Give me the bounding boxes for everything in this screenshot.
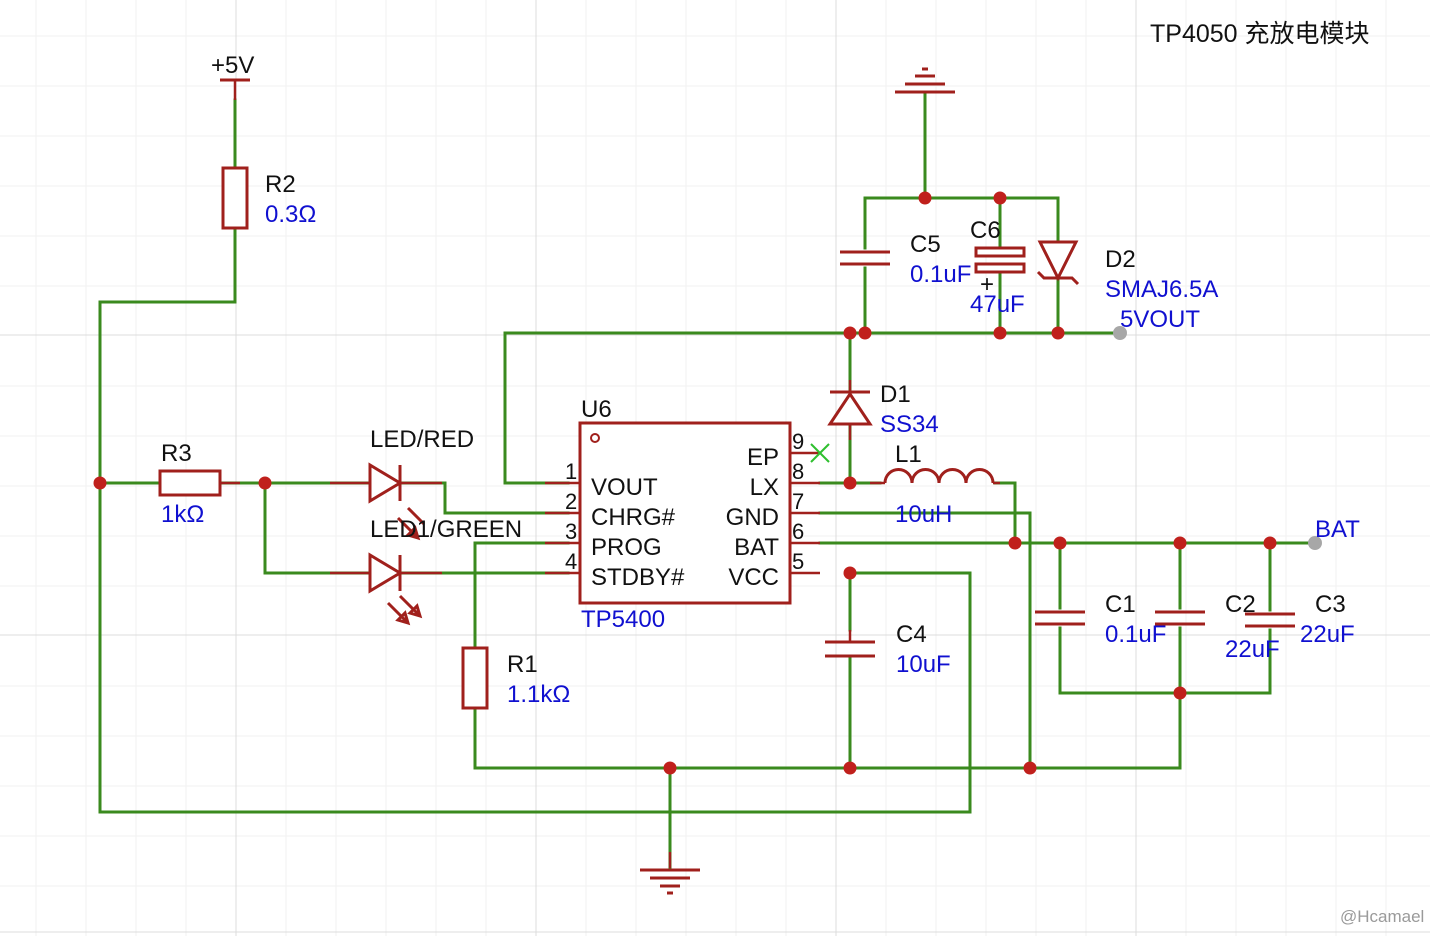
junction xyxy=(1263,536,1277,550)
junction xyxy=(258,476,272,490)
junction xyxy=(1008,536,1022,550)
u6-ref: U6 xyxy=(581,396,612,423)
u6-value: TP5400 xyxy=(581,606,665,633)
pin-stdby-name: STDBY# xyxy=(591,564,685,591)
junction xyxy=(918,191,932,205)
capacitor-c4[interactable]: C4 10uF xyxy=(825,621,951,678)
c3-ref: C3 xyxy=(1315,591,1346,618)
net-bat-label: BAT xyxy=(1315,516,1360,543)
junction xyxy=(843,566,857,580)
junctions xyxy=(93,191,1277,775)
ground-symbol-top xyxy=(895,67,955,94)
no-connect-marker xyxy=(810,443,830,463)
c4-ref: C4 xyxy=(896,621,927,648)
d2-value: SMAJ6.5A xyxy=(1105,276,1218,303)
led-red-label: LED/RED xyxy=(370,426,474,453)
schematic-title: TP4050 充放电模块 xyxy=(1150,20,1370,48)
r3-ref: R3 xyxy=(161,440,192,467)
pin-bat-name: BAT xyxy=(734,534,779,561)
capacitor-c3[interactable]: C3 22uF xyxy=(1245,591,1355,648)
capacitor-c6[interactable]: + C6 47uF xyxy=(970,217,1026,318)
capacitor-c5[interactable]: C5 0.1uF xyxy=(840,231,971,288)
net-bat: BAT xyxy=(1308,516,1360,550)
resistor-r3[interactable]: R3 1kΩ xyxy=(158,440,240,528)
net-5vout-label: 5VOUT xyxy=(1120,306,1200,333)
c4-value: 10uF xyxy=(896,651,951,678)
junction xyxy=(93,476,107,490)
pin-7-num: 7 xyxy=(792,489,804,514)
l1-value: 10uH xyxy=(895,501,952,528)
wires xyxy=(98,93,1317,870)
pin-9-num: 9 xyxy=(792,429,804,454)
r2-ref: R2 xyxy=(265,171,296,198)
led-red[interactable]: LED/RED xyxy=(330,426,474,541)
c3-value: 22uF xyxy=(1300,621,1355,648)
c2-value: 22uF xyxy=(1225,636,1280,663)
pin-chrg-name: CHRG# xyxy=(591,504,676,531)
junction xyxy=(843,761,857,775)
pin-5-num: 5 xyxy=(792,549,804,574)
junction xyxy=(1173,686,1187,700)
r2-value: 0.3Ω xyxy=(265,201,316,228)
pin-1-num: 1 xyxy=(565,459,577,484)
c1-ref: C1 xyxy=(1105,591,1136,618)
junction xyxy=(993,326,1007,340)
r3-value: 1kΩ xyxy=(161,501,204,528)
c5-value: 0.1uF xyxy=(910,261,971,288)
ic-u6[interactable]: U6 TP5400 1 2 3 4 5 6 7 8 9 VOUT CHRG# P… xyxy=(545,396,820,633)
pin-6-num: 6 xyxy=(792,519,804,544)
pin-2-num: 2 xyxy=(565,489,577,514)
junction xyxy=(993,191,1007,205)
c6-polarity: + xyxy=(980,271,994,298)
pin-8-num: 8 xyxy=(792,459,804,484)
junction xyxy=(663,761,677,775)
ground-symbol-bottom xyxy=(640,852,700,895)
pin-3-num: 3 xyxy=(565,519,577,544)
junction xyxy=(843,476,857,490)
pin-vout-name: VOUT xyxy=(591,474,658,501)
junction xyxy=(843,326,857,340)
junction xyxy=(1173,536,1187,550)
pin-vcc-name: VCC xyxy=(728,564,779,591)
d1-ref: D1 xyxy=(880,381,911,408)
c6-value: 47uF xyxy=(970,291,1025,318)
junction xyxy=(858,326,872,340)
resistor-r2[interactable]: R2 0.3Ω xyxy=(221,166,316,230)
vplus-5v-symbol: +5V xyxy=(211,52,254,100)
pin-4-num: 4 xyxy=(565,549,577,574)
led-green-label: LED1/GREEN xyxy=(370,516,522,543)
vplus-label: +5V xyxy=(211,52,254,79)
watermark: @Hcamael xyxy=(1340,907,1424,926)
pin-lx-name: LX xyxy=(750,474,779,501)
tvs-diode-d2[interactable]: D2 SMAJ6.5A xyxy=(1036,240,1218,303)
pin-prog-name: PROG xyxy=(591,534,662,561)
junction xyxy=(1051,326,1065,340)
r1-ref: R1 xyxy=(507,651,538,678)
c5-ref: C5 xyxy=(910,231,941,258)
net-5vout: 5VOUT xyxy=(1113,306,1200,340)
c6-ref: C6 xyxy=(970,217,1001,244)
capacitor-c2[interactable]: C2 22uF xyxy=(1155,591,1280,663)
inductor-l1[interactable]: L1 10uH xyxy=(870,441,1000,528)
diode-d1[interactable]: D1 SS34 xyxy=(827,380,939,440)
r1-value: 1.1kΩ xyxy=(507,681,570,708)
pin-ep-name: EP xyxy=(747,444,779,471)
resistor-r1[interactable]: R1 1.1kΩ xyxy=(461,646,570,710)
d1-value: SS34 xyxy=(880,411,939,438)
junction xyxy=(1023,761,1037,775)
pin-gnd-name: GND xyxy=(726,504,779,531)
led-green[interactable]: LED1/GREEN xyxy=(330,516,522,626)
d2-ref: D2 xyxy=(1105,246,1136,273)
capacitor-c1[interactable]: C1 0.1uF xyxy=(1035,591,1166,648)
l1-ref: L1 xyxy=(895,441,922,468)
junction xyxy=(1053,536,1067,550)
